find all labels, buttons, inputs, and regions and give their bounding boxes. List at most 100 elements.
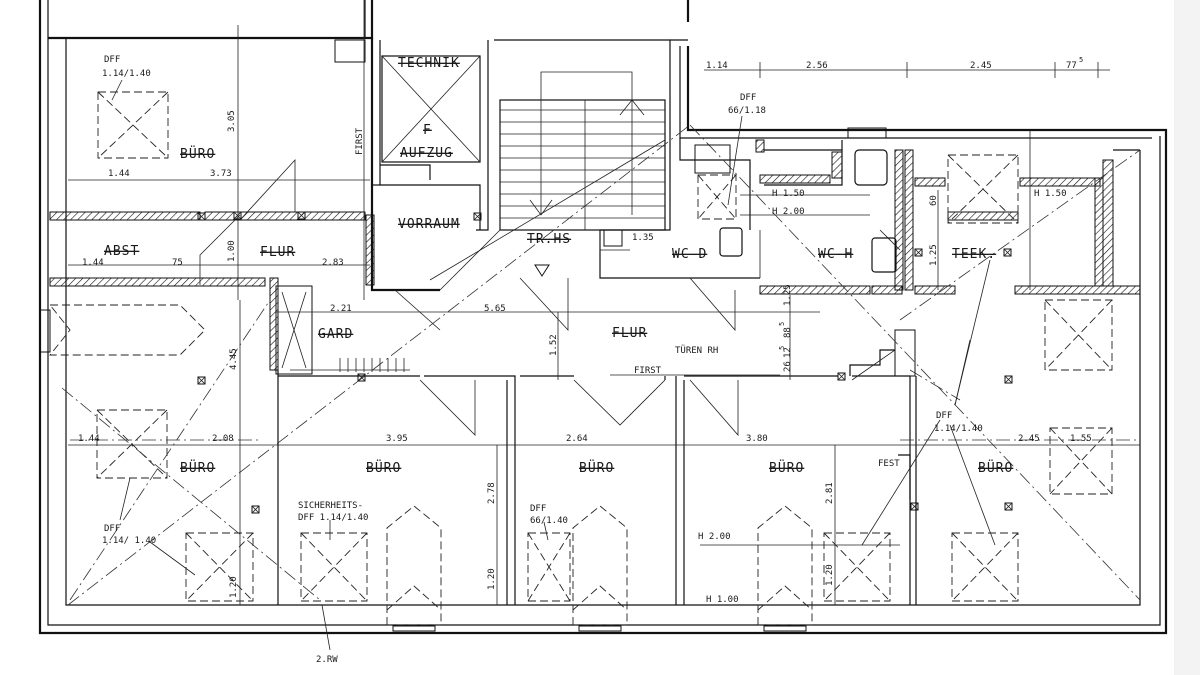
skylight-e2 [1049, 427, 1113, 495]
dim-2-08: 2.08 [212, 434, 234, 444]
room-label-gard: GARD [318, 327, 353, 342]
skylight-s5 [951, 532, 1019, 602]
dim-60: 60 [929, 195, 939, 206]
dim-26: 26 [783, 361, 793, 372]
dim-77: 77 [1066, 61, 1077, 71]
marker-4 [1004, 502, 1013, 511]
note-first-vertical: FIRST [355, 127, 365, 155]
room-label-buero-nw: BÜRO [180, 145, 215, 162]
annotations: DFF 1.14/1.40 FIRST FIRST DFF 66/1.18 H … [102, 55, 1067, 665]
dim-2-45-top: 2.45 [970, 61, 992, 71]
room-label-buero-3: BÜRO [579, 459, 614, 476]
dim-2-64: 2.64 [566, 434, 588, 444]
marker-7 [914, 248, 923, 257]
skylight-e [1044, 299, 1113, 371]
skylight-sw [185, 532, 254, 602]
dim-1-35: 1.35 [632, 233, 654, 243]
dim-1-44-b: 1.44 [82, 258, 104, 268]
room-label-vorraum: VORRAUM [398, 217, 460, 232]
dim-88-sup: 5 [778, 322, 786, 326]
dim-1-25-b: 1.25 [783, 284, 793, 306]
dim-3-73: 3.73 [210, 169, 232, 179]
dim-2-45-b: 2.45 [1018, 434, 1040, 444]
note-first-horizontal: FIRST [634, 366, 662, 376]
leader-lines [111, 79, 996, 651]
skylight-sicherheit [300, 532, 368, 602]
note-h150-right: H 1.50 [1034, 189, 1067, 199]
note-dff-mid: DFF [530, 504, 546, 514]
dim-88: 88 [783, 327, 793, 338]
scrollbar[interactable] [1174, 0, 1200, 675]
note-dff-top-size: 66/1.18 [728, 106, 766, 116]
room-label-aufzug: AUFZUG [400, 146, 453, 161]
marker-1 [197, 376, 206, 385]
marker-3 [1004, 375, 1013, 384]
fixtures [603, 127, 897, 273]
note-h200-left: H 2.00 [772, 207, 805, 217]
room-label-buero-1: BÜRO [180, 459, 215, 476]
dim-2-83: 2.83 [322, 258, 344, 268]
note-dff-top: DFF [740, 93, 756, 103]
dim-1-20-a: 1.20 [229, 576, 239, 598]
note-fest: FEST [878, 459, 900, 469]
marker-5 [910, 502, 919, 511]
marker-2 [251, 505, 260, 514]
marker-12 [357, 373, 366, 382]
skylights [96, 55, 1113, 602]
dim-1-00: 1.00 [227, 240, 237, 262]
dim-1-44-c: 1.44 [78, 434, 100, 444]
room-labels: BÜRO TECHNIK F AUFZUG VORRAUM ABST FLUR … [104, 56, 1012, 476]
dim-5-65: 5.65 [484, 304, 506, 314]
dimensions: 1.14 2.56 2.45 77 5 3.05 1.44 3.73 1.44 … [78, 56, 1092, 598]
dim-1-20-b: 1.20 [487, 568, 497, 590]
skylight-nw [97, 91, 169, 159]
marker-11 [233, 211, 242, 220]
room-label-buero-2: BÜRO [366, 459, 401, 476]
dim-1-25-a: 1.25 [929, 244, 939, 266]
dim-2-56: 2.56 [806, 61, 828, 71]
skylight-w [96, 409, 168, 479]
note-dff-right: DFF [936, 411, 952, 421]
marker-9 [197, 212, 206, 221]
marker-6 [1003, 248, 1012, 257]
dim-3-95: 3.95 [386, 434, 408, 444]
dim-2-81: 2.81 [825, 482, 835, 504]
note-sicherheits: SICHERHEITS- [298, 501, 363, 511]
dim-77-sup: 5 [1079, 56, 1083, 64]
skylight-teek [947, 154, 1019, 224]
elevator-shaft [381, 55, 481, 163]
railing [339, 358, 405, 372]
dim-75: 75 [172, 258, 183, 268]
room-label-wc-d: WC-D [672, 247, 707, 262]
dim-3-80: 3.80 [746, 434, 768, 444]
dim-4-45: 4.45 [229, 348, 239, 370]
interior-walls [49, 38, 1141, 605]
outer-walls [38, 0, 1168, 635]
dim-2-21: 2.21 [330, 304, 352, 314]
room-label-wc-h: WC-H [818, 247, 853, 262]
note-h150-left: H 1.50 [772, 189, 805, 199]
note-rw: 2.RW [316, 655, 338, 665]
note-tueren: TÜREN RH [675, 345, 718, 356]
room-label-f: F [423, 123, 432, 138]
note-dff-nw-size: 1.14/1.40 [102, 69, 151, 79]
dim-1-55: 1.55 [1070, 434, 1092, 444]
dim-2-78: 2.78 [487, 482, 497, 504]
marker-8 [473, 212, 482, 221]
dim-12-sup: 5 [778, 346, 786, 350]
roof-lines [61, 0, 1141, 606]
room-label-trhs: TR.HS [527, 232, 571, 247]
dim-3-05: 3.05 [227, 110, 237, 132]
dim-1-52: 1.52 [549, 334, 559, 356]
note-sicherheits-size: DFF 1.14/1.40 [298, 513, 368, 523]
dim-12: 12 [783, 347, 793, 358]
skylight-small [527, 532, 571, 602]
note-dff-right-size: 1.14/1.40 [934, 424, 983, 434]
dim-1-44-a: 1.44 [108, 169, 130, 179]
room-label-abst: ABST [104, 244, 139, 259]
room-label-flur-main: FLUR [612, 326, 647, 341]
note-dff-sw-size: 1.14/ 1.40 [102, 536, 156, 546]
skylight-wcd [697, 174, 737, 220]
note-dff-sw: DFF [104, 524, 120, 534]
